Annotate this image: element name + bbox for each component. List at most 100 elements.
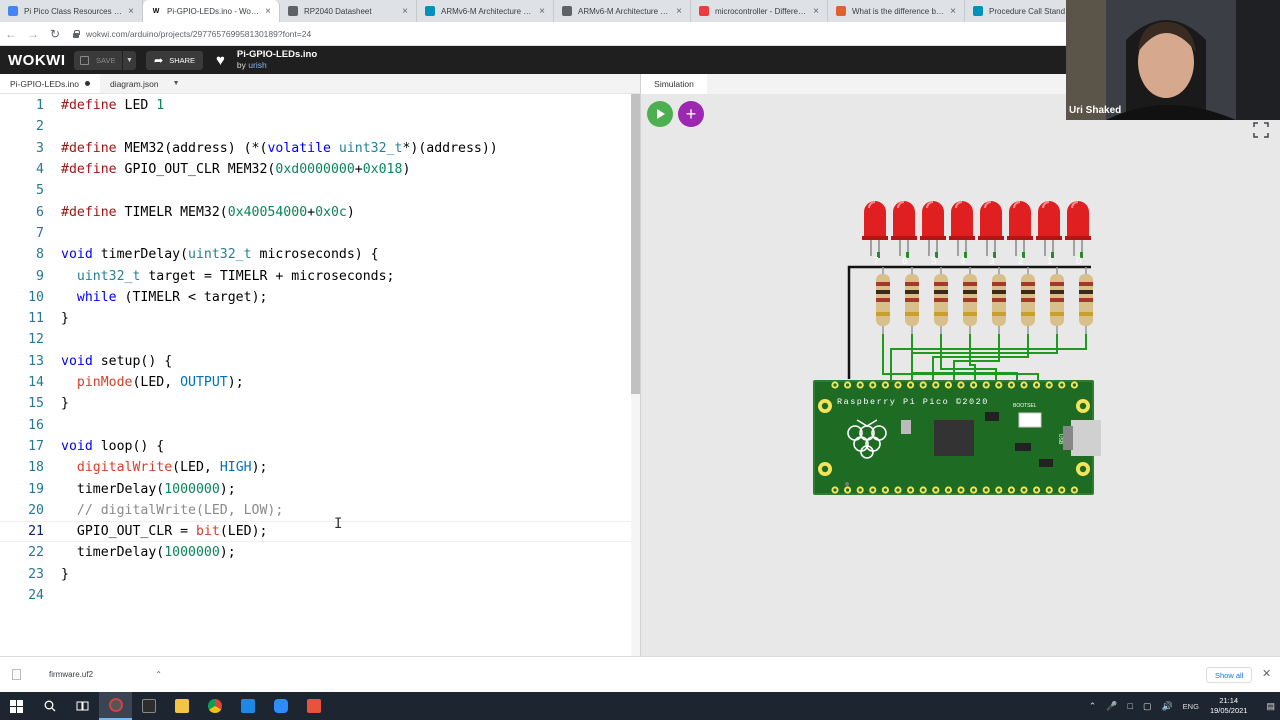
task-view-icon[interactable] bbox=[66, 692, 99, 720]
resistor[interactable] bbox=[1050, 267, 1064, 334]
led-5[interactable]: 5 bbox=[920, 201, 946, 267]
save-label: SAVE bbox=[96, 55, 116, 65]
chrome-icon[interactable] bbox=[198, 692, 231, 720]
save-button[interactable]: SAVE ▼ bbox=[74, 50, 136, 70]
editor-scrollbar-thumb[interactable] bbox=[631, 94, 640, 394]
chevron-up-icon[interactable]: ⌃ bbox=[155, 670, 162, 679]
code-line-6: 6#define TIMELR MEM32(0x40054000+0x0c) bbox=[36, 204, 355, 220]
usb-connector bbox=[1071, 420, 1101, 456]
save-dropdown-icon[interactable]: ▼ bbox=[122, 50, 136, 70]
add-part-button[interactable]: + bbox=[678, 101, 704, 127]
notification-icon[interactable]: ▤ bbox=[1266, 700, 1275, 711]
heart-icon[interactable]: ♥ bbox=[216, 51, 225, 69]
author-link[interactable]: urish bbox=[248, 60, 267, 70]
pico-board[interactable]: Raspberry Pi Pico ©2020 BOOTSEL USB bbox=[813, 380, 1101, 495]
show-all-button[interactable]: Show all bbox=[1206, 667, 1253, 683]
file-icon bbox=[12, 669, 21, 680]
tab-close-icon[interactable]: × bbox=[539, 5, 545, 17]
tab-close-icon[interactable]: × bbox=[265, 5, 271, 17]
board-pin-hole bbox=[858, 488, 862, 492]
search-icon[interactable] bbox=[33, 692, 66, 720]
tab-favicon-icon bbox=[973, 6, 983, 16]
led-7[interactable]: 7 bbox=[862, 201, 888, 267]
browser-tab-label: microcontroller - Difference bbox=[715, 6, 808, 16]
tab-close-icon[interactable]: × bbox=[128, 5, 134, 17]
zoom-icon[interactable] bbox=[264, 692, 297, 720]
windows-start-icon[interactable] bbox=[0, 692, 33, 720]
file-explorer-icon[interactable] bbox=[165, 692, 198, 720]
board-pin-hole bbox=[883, 488, 887, 492]
close-icon[interactable]: ✕ bbox=[1262, 668, 1272, 680]
mic-icon[interactable]: 🎤 bbox=[1106, 700, 1118, 711]
tab-close-icon[interactable]: × bbox=[813, 5, 819, 17]
obs-app-icon[interactable] bbox=[99, 692, 132, 720]
resistor[interactable] bbox=[963, 267, 977, 334]
board-pin-hole bbox=[896, 383, 900, 387]
tab-close-icon[interactable]: × bbox=[676, 5, 682, 17]
volume-icon[interactable]: 🔊 bbox=[1161, 700, 1173, 711]
browser-tab-label: Pi Pico Class Resources - G bbox=[24, 6, 123, 16]
tab-main-file[interactable]: Pi-GPIO-LEDs.ino bbox=[0, 74, 100, 93]
led-pin-label: 6 bbox=[902, 256, 908, 267]
resistor[interactable] bbox=[992, 267, 1006, 334]
webcam-overlay: Uri Shaked bbox=[1066, 0, 1280, 120]
app-c-icon[interactable] bbox=[297, 692, 330, 720]
tab-diagram-json[interactable]: diagram.json ▼ bbox=[100, 74, 190, 93]
resistor[interactable] bbox=[876, 267, 890, 334]
clock[interactable]: 21:14 19/05/2021 bbox=[1210, 696, 1248, 716]
code-area[interactable]: 1#define LED 1 2 3#define MEM32(address)… bbox=[0, 94, 640, 656]
browser-tab-label: ARMv6-M Architecture Ref bbox=[441, 6, 534, 16]
chevron-up-icon[interactable]: ⌃ bbox=[1088, 700, 1097, 711]
raspberry-logo-icon bbox=[847, 419, 887, 459]
url-field[interactable]: wokwi.com/arduino/projects/2977657699581… bbox=[72, 25, 311, 43]
back-icon[interactable]: ← bbox=[5, 26, 17, 41]
share-button[interactable]: ➦ SHARE bbox=[146, 50, 203, 70]
code-line-9: 9 uint32_t target = TIMELR + microsecond… bbox=[36, 268, 395, 284]
folder-icon[interactable]: ▢ bbox=[1142, 700, 1152, 711]
terminal-app-icon[interactable] bbox=[132, 692, 165, 720]
editor-scrollbar[interactable] bbox=[631, 94, 640, 656]
browser-tab[interactable]: ARMv6-M Architecture Ref× bbox=[554, 0, 691, 22]
download-item[interactable]: firmware.uf2 ⌃ bbox=[12, 669, 162, 680]
reload-icon[interactable]: ↻ bbox=[49, 26, 61, 41]
tab-close-icon[interactable]: × bbox=[402, 5, 408, 17]
browser-tab[interactable]: What is the difference betw× bbox=[828, 0, 965, 22]
wokwi-logo[interactable]: WOKWI bbox=[8, 51, 66, 69]
fullscreen-icon[interactable] bbox=[1253, 122, 1269, 138]
board-pin-hole bbox=[833, 383, 837, 387]
browser-tab[interactable]: ARMv6-M Architecture Ref × bbox=[417, 0, 554, 22]
language-indicator[interactable]: ENG bbox=[1182, 701, 1199, 711]
tab-close-icon[interactable]: × bbox=[950, 5, 956, 17]
resistor[interactable] bbox=[934, 267, 948, 334]
led-3[interactable]: 3 bbox=[978, 201, 1004, 267]
board-pin-hole bbox=[934, 383, 938, 387]
resistor[interactable] bbox=[1079, 267, 1093, 334]
forward-icon[interactable]: → bbox=[27, 26, 39, 41]
vscode-icon[interactable] bbox=[231, 692, 264, 720]
resistor[interactable] bbox=[1021, 267, 1035, 334]
resistor[interactable] bbox=[905, 267, 919, 334]
led-1[interactable]: 1 bbox=[1036, 201, 1062, 267]
tab-favicon-icon bbox=[425, 6, 435, 16]
tab-simulation[interactable]: Simulation bbox=[641, 74, 707, 94]
browser-tab[interactable]: Pi Pico Class Resources - G × bbox=[0, 0, 143, 22]
board-pin-hole bbox=[959, 383, 963, 387]
led-4[interactable]: 4 bbox=[949, 201, 975, 267]
board-pin-hole bbox=[1060, 488, 1064, 492]
browser-tab[interactable]: microcontroller - Difference × bbox=[691, 0, 828, 22]
board-pin-hole bbox=[846, 488, 850, 492]
led-2[interactable]: 2 bbox=[1007, 201, 1033, 267]
tab-favicon-icon bbox=[836, 6, 846, 16]
network-icon[interactable]: □ bbox=[1127, 701, 1133, 711]
board-pin-hole bbox=[1022, 383, 1026, 387]
url-text: wokwi.com/arduino/projects/2977657699581… bbox=[86, 28, 312, 39]
browser-tab[interactable]: RP2040 Datasheet× bbox=[280, 0, 417, 22]
led-0[interactable]: 0 bbox=[1065, 201, 1091, 267]
start-simulation-button[interactable] bbox=[647, 101, 673, 127]
code-line-23: 23} bbox=[28, 566, 69, 582]
led-6[interactable]: 6 bbox=[891, 201, 917, 267]
tab-menu-icon[interactable]: ▼ bbox=[172, 80, 180, 87]
